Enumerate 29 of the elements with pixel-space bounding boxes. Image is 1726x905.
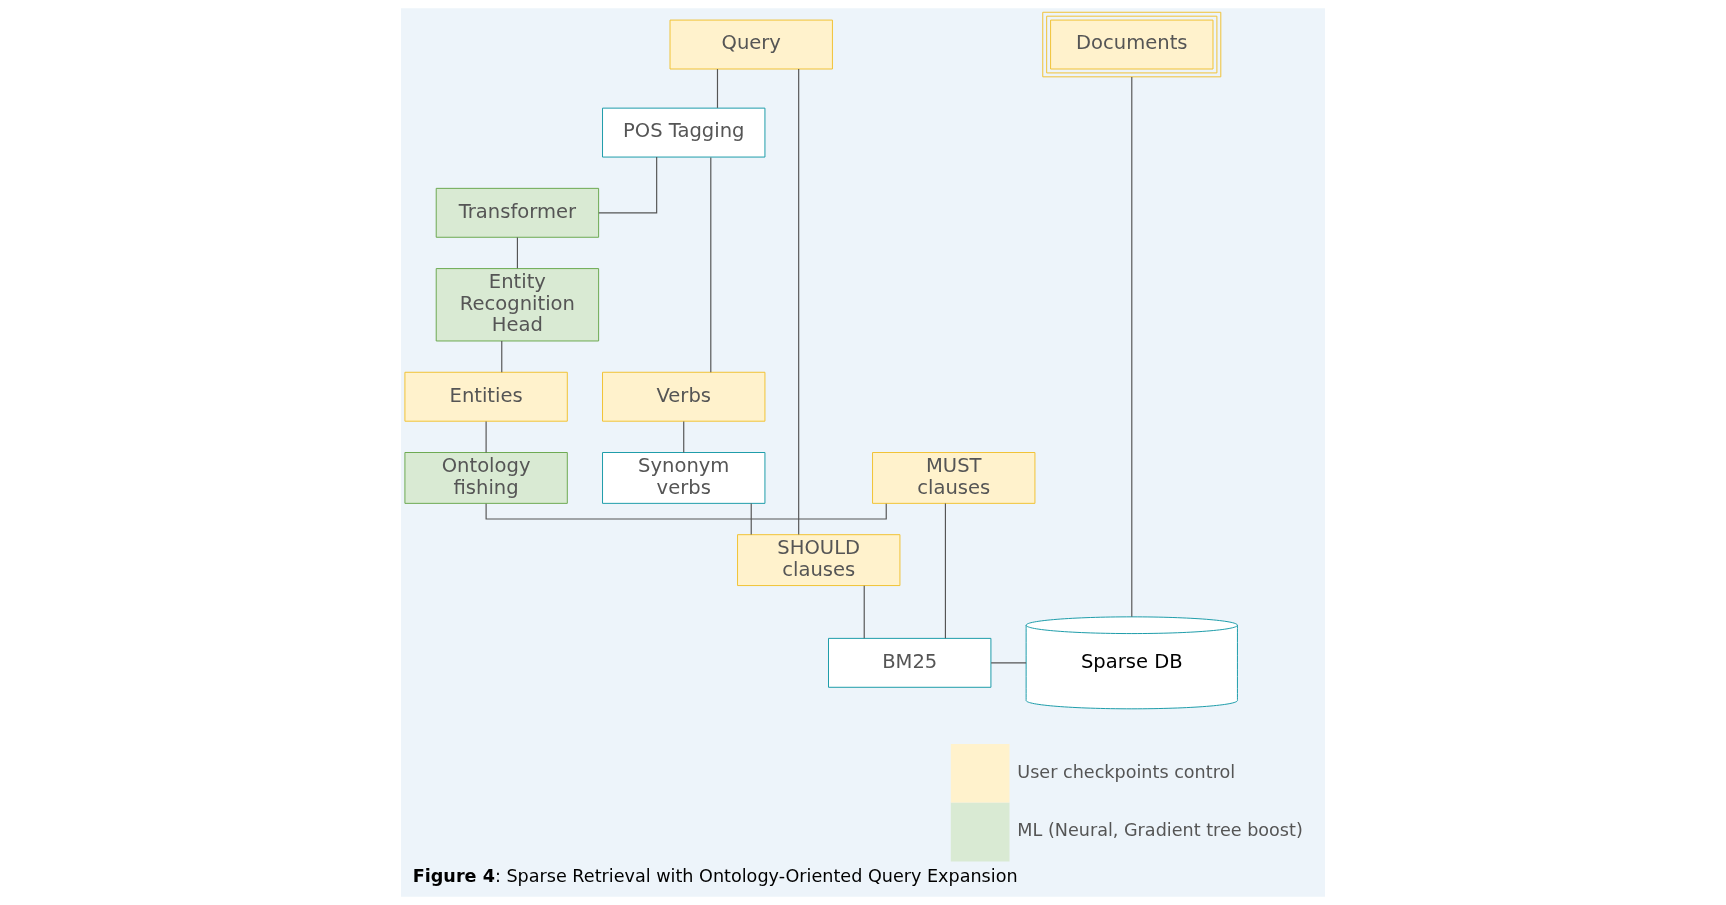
connector [990,662,1027,664]
connector [750,502,752,536]
connector [516,236,518,269]
legend-label: User checkpoints control [1017,761,1236,782]
node-box: MUST clauses [872,452,1036,504]
node-box: SHOULD clauses [737,534,901,587]
node-box: Synonym verbs [602,452,766,504]
connector [710,156,712,373]
node-box: Ontology fishing [404,452,568,504]
legend-label: ML (Neural, Gradient tree boost) [1017,820,1303,841]
connector [798,68,800,536]
node-box: Transformer [435,187,600,238]
node-box: Entity Recognition Head [435,268,600,342]
node-box: Entities [404,371,568,422]
node-box: POS Tagging [602,107,766,158]
connector [501,340,503,373]
connector [863,585,865,639]
node-box: BM25 [828,637,992,688]
connector [1131,76,1133,618]
connector [944,502,946,639]
node-box: Query [669,19,833,70]
connector [485,420,487,454]
connector [683,420,685,454]
connector [598,156,658,214]
node-box: Verbs [602,371,766,422]
node-box: Documents [1042,11,1222,78]
connector [716,68,719,109]
connector [485,503,887,520]
caption: Figure 4: Sparse Retrieval with Ontology-Oriented Query Expansion [412,866,1018,887]
